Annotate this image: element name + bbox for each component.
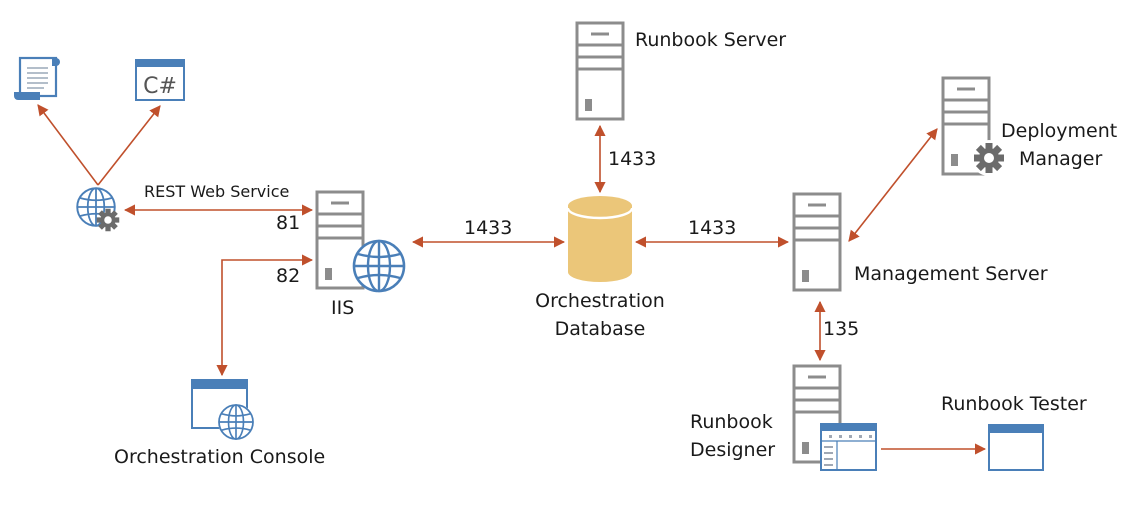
port-label-81: 81 (276, 212, 300, 234)
designer-window-icon (820, 423, 877, 471)
globe-icon (352, 239, 406, 293)
orchestration-console[interactable] (191, 379, 254, 440)
runbook-server[interactable] (575, 21, 625, 121)
server-icon (792, 192, 842, 292)
runbook-designer-label-2: Designer (690, 439, 775, 461)
globe-icon (218, 404, 254, 440)
runbook-tester-label: Runbook Tester (941, 393, 1087, 415)
server-icon (575, 21, 625, 121)
edge-console-to-iis (216, 254, 314, 377)
rest-web-service-label: REST Web Service (144, 182, 289, 201)
edge-rest-to-csharp (97, 105, 161, 186)
edge-rest-to-script (37, 104, 99, 186)
gear-icon (971, 140, 1007, 176)
port-label-1433-db-mgmt: 1433 (688, 217, 736, 239)
connectors (37, 104, 987, 455)
port-label-1433-runbook-db: 1433 (608, 148, 656, 170)
orchestration-database-label-1: Orchestration (535, 290, 665, 312)
deployment-manager-label-2: Manager (1019, 148, 1102, 170)
port-label-82: 82 (276, 265, 300, 287)
gear-icon (96, 208, 120, 232)
csharp-glyph: C# (143, 74, 177, 99)
csharp-window-icon: C# (135, 59, 185, 101)
edge-deploy-to-mgmt (848, 128, 938, 242)
rest-web-service-icon (76, 187, 120, 232)
port-label-1433-iis-db: 1433 (464, 217, 512, 239)
orchestration-console-label: Orchestration Console (114, 446, 325, 468)
orchestration-database-label-2: Database (555, 318, 646, 340)
orchestration-database[interactable] (566, 196, 634, 282)
iis-label: IIS (331, 297, 354, 319)
deployment-manager-label-1: Deployment (1001, 120, 1117, 142)
runbook-server-label: Runbook Server (635, 29, 786, 51)
runbook-tester[interactable] (988, 424, 1044, 471)
management-server[interactable] (792, 192, 842, 292)
management-server-label: Management Server (854, 263, 1048, 285)
runbook-designer-label-1: Runbook (690, 411, 773, 433)
port-label-135: 135 (823, 318, 859, 340)
script-scroll-icon (14, 56, 60, 100)
